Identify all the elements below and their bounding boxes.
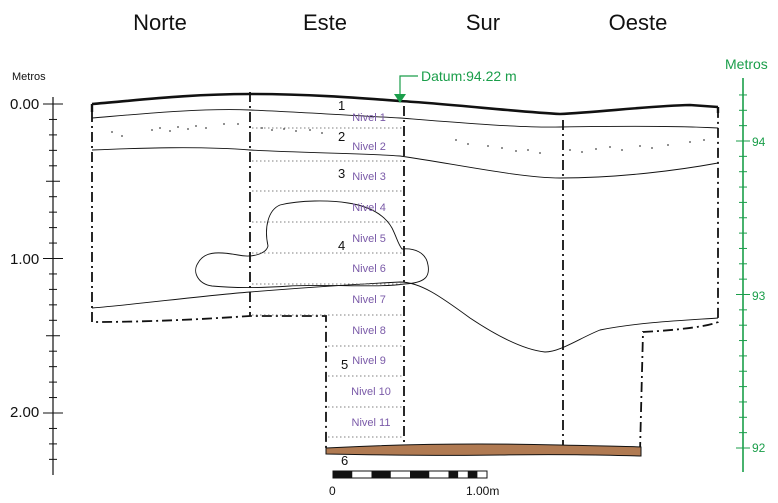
level-label: Nivel 10	[351, 386, 391, 398]
stratum-boundary-4	[91, 281, 719, 353]
stratum-number: 3	[338, 166, 345, 181]
elevation-axis-ticks	[736, 94, 750, 449]
stratum-boundary-1	[91, 109, 719, 129]
gravel-dot	[283, 128, 285, 130]
wall-label-oeste: Oeste	[609, 10, 668, 35]
level-label: Nivel 7	[352, 294, 386, 306]
elevation-tick-label: 92	[752, 441, 766, 455]
gravel-dot	[689, 141, 691, 143]
gravel-dot	[667, 144, 669, 146]
stratum-boundary-2	[91, 147, 719, 179]
level-label: Nivel 2	[352, 141, 386, 153]
level-label: Nivel 6	[352, 263, 386, 275]
gravel-dot	[501, 147, 503, 149]
stratum-number: 1	[338, 98, 345, 113]
gravel-dot	[187, 128, 189, 130]
depth-tick-label: 2.00	[10, 404, 39, 421]
gravel-dot	[159, 127, 161, 129]
elevation-tick-label: 94	[752, 135, 766, 149]
wall-label-sur: Sur	[466, 10, 500, 35]
level-lines	[252, 127, 403, 438]
wall-label-este: Este	[303, 10, 347, 35]
elevation-tick-label: 93	[752, 289, 766, 303]
scale-start-label: 0	[329, 484, 336, 498]
datum-triangle-icon	[394, 94, 406, 103]
depth-axis: Metros 0.00 1.00 2.00	[10, 71, 63, 475]
level-labels: Nivel 1 Nivel 2 Nivel 3 Nivel 4 Nivel 5 …	[351, 112, 391, 429]
stratum-number: 2	[338, 129, 345, 144]
gravel-dot	[177, 126, 179, 128]
gravel-dot	[467, 143, 469, 145]
depth-axis-ticks	[43, 103, 63, 460]
level-label: Nivel 1	[352, 112, 386, 124]
gravel-dot	[621, 149, 623, 151]
bedrock-layer	[325, 443, 642, 457]
gravel-dot	[121, 135, 123, 137]
datum-leader	[399, 75, 418, 100]
level-label: Nivel 4	[352, 202, 386, 214]
gravel-dot	[651, 147, 653, 149]
gravel-dot	[595, 148, 597, 150]
gravel-dot	[581, 151, 583, 153]
gravel-dot	[295, 130, 297, 132]
gravel-dot	[321, 132, 323, 134]
gravel-dot	[261, 127, 263, 129]
level-label: Nivel 3	[352, 171, 386, 183]
gravel-dot	[205, 127, 207, 129]
gravel-inclusions	[111, 123, 705, 154]
gravel-dot	[271, 129, 273, 131]
scale-bar-segments	[333, 471, 478, 478]
gravel-dot	[455, 139, 457, 141]
level-label: Nivel 9	[352, 355, 386, 367]
depth-axis-title: Metros	[12, 71, 46, 83]
depth-tick-label: 0.00	[10, 96, 39, 113]
scale-black-segment	[333, 471, 353, 478]
gravel-dot	[703, 139, 705, 141]
pit-feature-outline	[195, 200, 429, 288]
gravel-dot	[169, 130, 171, 132]
gravel-dot	[195, 125, 197, 127]
wall-label-norte: Norte	[133, 10, 187, 35]
gravel-dot	[569, 149, 571, 151]
gravel-dot	[151, 129, 153, 131]
gravel-dot	[639, 145, 641, 147]
depth-tick-label: 1.00	[10, 251, 39, 268]
gravel-dot	[111, 131, 113, 133]
datum-marker: Datum:94.22 m	[394, 68, 517, 103]
level-label: Nivel 5	[352, 233, 386, 245]
stratum-number: 5	[341, 357, 348, 372]
stratum-number: 6	[341, 453, 348, 468]
scale-bar: 0 1.00m	[329, 470, 499, 498]
gravel-dot	[309, 129, 311, 131]
scale-black-segment	[448, 471, 459, 478]
gravel-dot	[515, 150, 517, 152]
datum-label: Datum:94.22 m	[421, 68, 517, 84]
excavation-outline	[91, 92, 719, 453]
scale-black-segment	[371, 471, 391, 478]
elevation-axis: Metros 94 93 92	[725, 56, 768, 472]
gravel-dot	[223, 123, 225, 125]
gravel-dot	[487, 145, 489, 147]
gravel-dot	[527, 149, 529, 151]
scale-black-segment	[467, 471, 478, 478]
level-label: Nivel 8	[352, 325, 386, 337]
level-label: Nivel 11	[352, 417, 391, 429]
stratum-numbers: 1 2 3 4 5 6	[338, 98, 348, 468]
gravel-dot	[609, 146, 611, 148]
gravel-dot	[539, 152, 541, 154]
scale-black-segment	[410, 471, 430, 478]
outline-right	[639, 113, 719, 453]
scale-end-label: 1.00m	[466, 484, 499, 498]
outline-left	[91, 112, 327, 448]
gravel-dot	[237, 123, 239, 125]
elevation-axis-title: Metros	[725, 56, 768, 72]
stratum-number: 4	[338, 238, 345, 253]
